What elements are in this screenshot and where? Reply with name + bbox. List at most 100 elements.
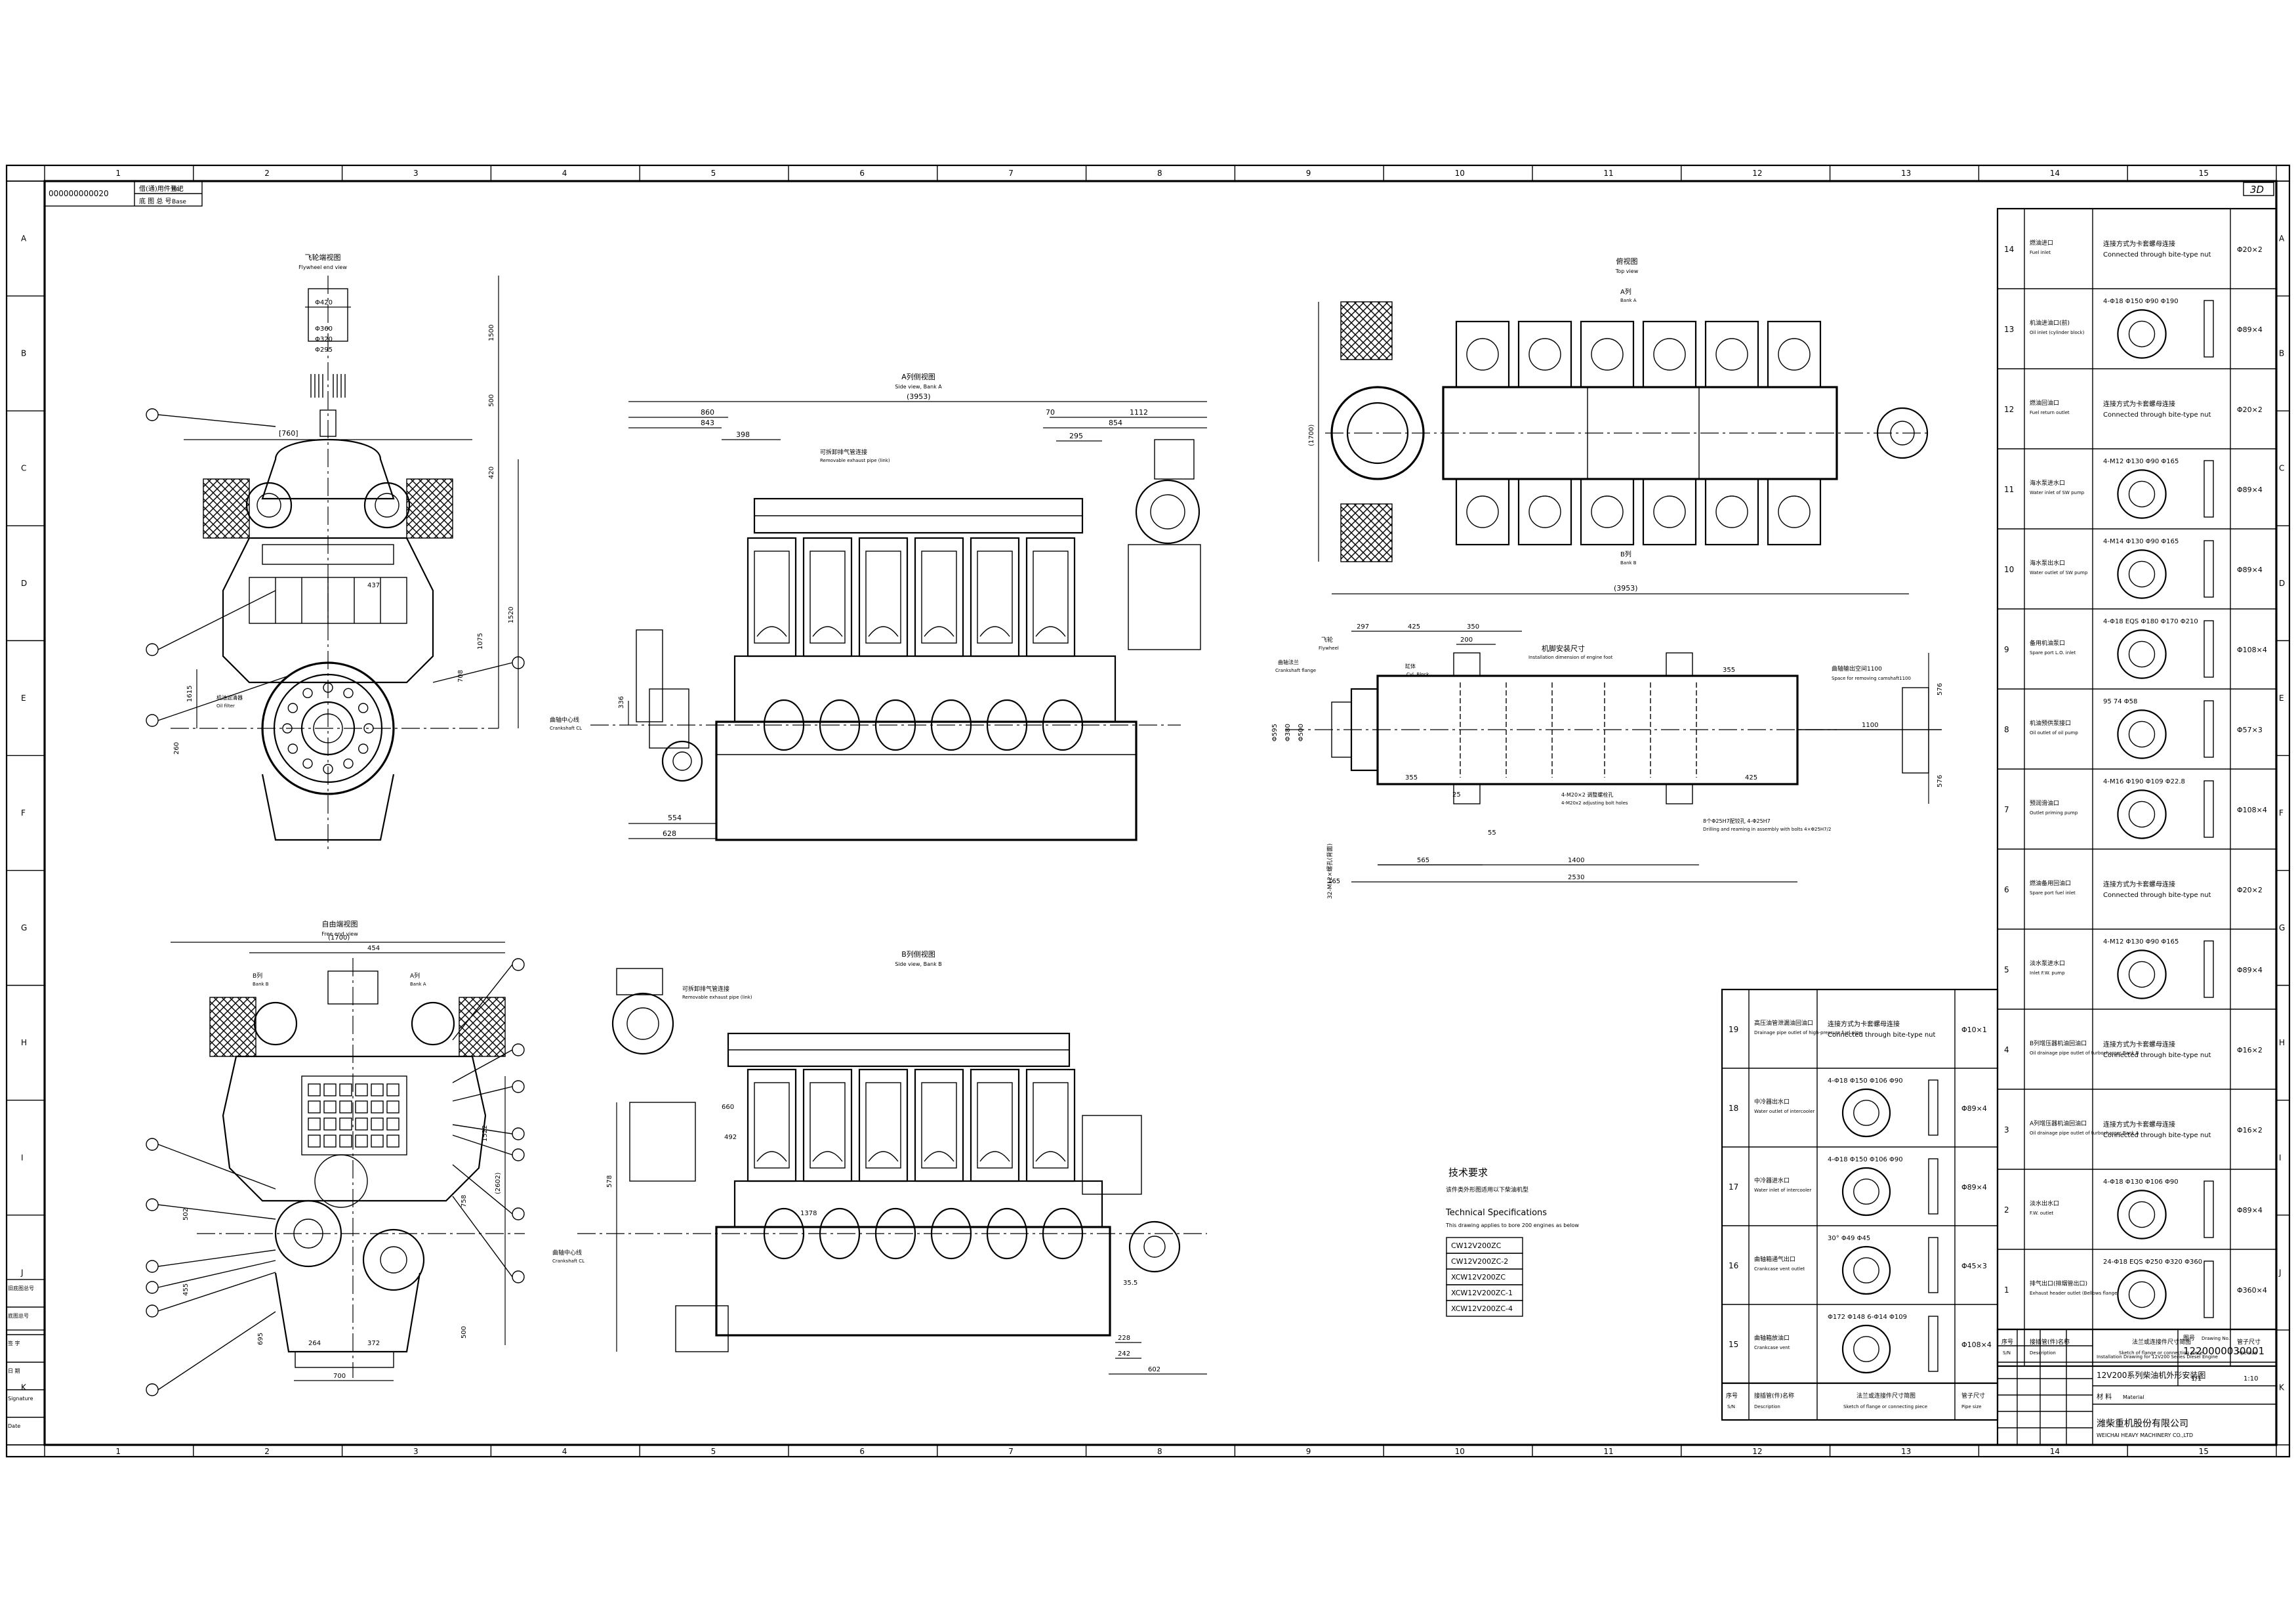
row-name-en: Crankcase vent outlet bbox=[1754, 1266, 1805, 1272]
row-sketch-text: Φ172 Φ148 6-Φ14 Φ109 bbox=[1828, 1314, 1907, 1321]
flywheel-bolt bbox=[302, 758, 313, 769]
foundation-title: 机脚安装尺寸 bbox=[1542, 644, 1585, 653]
panel-cell bbox=[339, 1083, 352, 1096]
header-size: 管子尺寸 bbox=[1961, 1392, 1985, 1400]
panel-cell bbox=[371, 1083, 384, 1096]
side-view-bank-b: B列侧视图 Side view, Bank B 可拆卸排气管连接 Removab… bbox=[552, 949, 1207, 1375]
header-sketch: 法兰或连接件尺寸简图 bbox=[1856, 1392, 1916, 1400]
flange-side-sketch bbox=[2204, 1180, 2214, 1238]
fd-dim-425: 425 bbox=[1408, 623, 1420, 631]
fd-drilling: 8个Φ25H7配铰孔 4-Φ25H7 bbox=[1703, 818, 1771, 824]
top-dim-1700: (1700) bbox=[1308, 425, 1315, 446]
flywheel-view-subtitle: Flywheel end view bbox=[298, 264, 347, 270]
flange-sketch bbox=[2117, 1270, 2167, 1320]
callout-bubble bbox=[146, 1281, 159, 1294]
side-a-dim-554: 554 bbox=[668, 814, 682, 822]
panel-cell bbox=[308, 1117, 321, 1131]
header-sketch-en: Sketch of flange or connecting piece bbox=[2119, 1350, 2203, 1356]
flange-bore bbox=[1853, 1178, 1879, 1205]
column-number-top: 13 bbox=[1901, 169, 1911, 178]
row-number: 1 bbox=[2004, 1285, 2009, 1295]
panel-cell bbox=[308, 1100, 321, 1114]
row-name-en: Oil drainage pipe outlet of turbocharger… bbox=[2030, 1131, 2139, 1136]
callout-bubble bbox=[512, 1148, 525, 1161]
left-strip-base: 底图总号 bbox=[8, 1312, 29, 1319]
row-letter-left: C bbox=[21, 464, 26, 473]
side-a-dim-854: 854 bbox=[1109, 419, 1122, 427]
panel-cell bbox=[323, 1117, 337, 1131]
flange-bore bbox=[2128, 961, 2156, 988]
sb-dim-242: 242 bbox=[1118, 1350, 1130, 1358]
fd-space: 曲轴输出空间1100 bbox=[1832, 665, 1882, 673]
callout-bubble bbox=[146, 1260, 159, 1273]
top-view: 俯视图 Top view A列 Bank A B列 Bank B (3953) … bbox=[1308, 257, 1929, 594]
fe-bank-a-en: Bank A bbox=[410, 982, 426, 987]
row-letter-right: D bbox=[2279, 579, 2285, 588]
cylinder-head bbox=[1025, 1068, 1076, 1182]
row-number: 8 bbox=[2004, 725, 2009, 734]
row-number: 12 bbox=[2004, 405, 2014, 414]
panel-cell bbox=[371, 1117, 384, 1131]
tb-scale: 1:10 bbox=[2244, 1375, 2258, 1383]
header-size: 管子尺寸 bbox=[2237, 1338, 2261, 1346]
callout-bubble bbox=[512, 1080, 525, 1093]
cylinder-head bbox=[802, 1068, 853, 1182]
fd-dim-380: Φ380 bbox=[1284, 724, 1292, 741]
fw-dim-360: Φ360 bbox=[315, 325, 333, 333]
column-number-top: 1 bbox=[115, 169, 121, 178]
flange-bore bbox=[2128, 560, 2156, 588]
flange-bore bbox=[2128, 320, 2156, 348]
fd-dim-576b: 576 bbox=[1937, 775, 1944, 787]
flange-side-sketch bbox=[2204, 940, 2214, 998]
row-sketch-text: 连接方式为卡套螺母连接 bbox=[2103, 1120, 2175, 1129]
flange-sketch bbox=[2117, 549, 2167, 599]
flange-sketch bbox=[2117, 709, 2167, 759]
flange-sketch bbox=[2117, 949, 2167, 999]
row-pipe-size: Φ360×4 bbox=[2237, 1286, 2267, 1295]
fd-dim-1100: 1100 bbox=[1862, 722, 1878, 729]
row-name-en: Water inlet of SW pump bbox=[2030, 490, 2085, 495]
row-name-en: Inlet F.W. pump bbox=[2030, 970, 2065, 976]
flange-side-sketch bbox=[2204, 1260, 2214, 1318]
flange-side-sketch bbox=[2204, 300, 2214, 358]
column-number-bottom: 11 bbox=[1603, 1447, 1613, 1456]
row-sketch-text: 4-M12 Φ130 Φ90 Φ165 bbox=[2103, 458, 2179, 465]
top-view-title: 俯视图 bbox=[1616, 257, 1638, 266]
cylinder-cover bbox=[754, 551, 790, 644]
callout-bubble bbox=[512, 1270, 525, 1283]
left-strip-sign: 签 字 bbox=[8, 1340, 20, 1346]
top-cylinder-b bbox=[1642, 478, 1697, 546]
side-a-dim-3953: (3953) bbox=[907, 392, 931, 401]
fe-bank-a: A列 bbox=[410, 972, 420, 980]
flange-bore bbox=[1853, 1257, 1879, 1283]
callout-bubble bbox=[146, 1304, 159, 1318]
fw-dim-1500: 1500 bbox=[488, 325, 495, 341]
side-a-subtitle: Side view, Bank A bbox=[895, 384, 942, 390]
side-a-title: A列侧视图 bbox=[901, 372, 935, 381]
fe-bank-b-en: Bank B bbox=[253, 982, 269, 987]
fd-dim-1400: 1400 bbox=[1568, 857, 1584, 864]
cylinder-head bbox=[914, 537, 964, 657]
sb-dim-660: 660 bbox=[722, 1104, 734, 1111]
callout-bubble bbox=[146, 1198, 159, 1211]
fd-flywheel: 飞轮 bbox=[1321, 636, 1333, 644]
row-name-cn: 燃油回油口 bbox=[2030, 399, 2059, 407]
row-name-en: F.W. outlet bbox=[2030, 1211, 2053, 1216]
fe-dim-758: 758 bbox=[461, 1195, 468, 1207]
row-number: 6 bbox=[2004, 885, 2009, 894]
row-number: 15 bbox=[1729, 1340, 1738, 1349]
fd-space-en: Space for removing camshaft1100 bbox=[1832, 676, 1911, 681]
row-name-en: Water outlet of SW pump bbox=[2030, 570, 2088, 575]
panel-cell bbox=[339, 1100, 352, 1114]
fd-flywheel-en: Flywheel bbox=[1319, 646, 1339, 651]
cylinder-head bbox=[970, 537, 1020, 657]
row-letter-right: I bbox=[2279, 1153, 2282, 1162]
column-number-bottom: 2 bbox=[264, 1447, 270, 1456]
row-letter-right: B bbox=[2279, 349, 2284, 358]
callout-bubble bbox=[146, 1383, 159, 1396]
tb-company-cn: 潍柴重机股份有限公司 bbox=[2097, 1419, 2188, 1429]
top-cylinder-a bbox=[1455, 320, 1510, 388]
row-name-en: Oil inlet (cylinder block) bbox=[2030, 330, 2085, 335]
tech-title-en: Technical Specifications bbox=[1445, 1208, 1547, 1218]
side-a-dim-70: 70 bbox=[1046, 408, 1055, 417]
